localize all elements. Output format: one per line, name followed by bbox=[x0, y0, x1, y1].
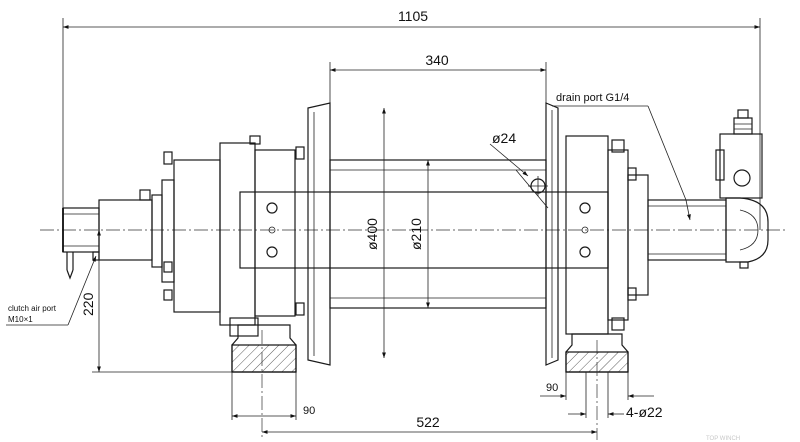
dim-foot-right: 90 bbox=[540, 372, 654, 400]
dim-mount-holes: 4-ø22 bbox=[568, 372, 663, 420]
clutch-shaft bbox=[62, 189, 153, 280]
dim-foot-left: 90 bbox=[231, 372, 315, 420]
dim-522-label: 522 bbox=[416, 414, 440, 430]
dim-24-label: ø24 bbox=[492, 130, 516, 146]
dim-drum-width: 340 bbox=[329, 52, 547, 105]
clutch-port-callout: clutch air port M10×1 bbox=[6, 255, 97, 326]
dim-90-left-label: 90 bbox=[303, 405, 315, 417]
dim-overall-length: 1105 bbox=[62, 8, 761, 230]
dim-340-label: 340 bbox=[425, 52, 449, 68]
brake-shaft bbox=[647, 109, 769, 269]
gearbox-housing bbox=[151, 135, 305, 440]
dim-4-22-label: 4-ø22 bbox=[626, 404, 663, 420]
clutch-port-label-1: clutch air port bbox=[8, 304, 57, 313]
clutch-port-label-2: M10×1 bbox=[8, 315, 33, 324]
cable-hole: ø24 bbox=[489, 130, 549, 209]
dim-400-label: ø400 bbox=[364, 218, 380, 250]
dim-height: 220 bbox=[80, 230, 232, 373]
drain-port-callout: drain port G1/4 bbox=[552, 92, 691, 221]
dim-210-label: ø210 bbox=[408, 218, 424, 250]
right-bearing-housing bbox=[565, 135, 649, 440]
dim-220-label: 220 bbox=[80, 292, 96, 316]
dim-90-right-label: 90 bbox=[546, 382, 558, 394]
dim-mount-spacing: 522 bbox=[262, 414, 597, 434]
dim-1105-label: 1105 bbox=[398, 8, 428, 24]
watermark: TOP WINCH bbox=[706, 436, 740, 442]
drain-port-label: drain port G1/4 bbox=[556, 92, 629, 104]
drum-assembly bbox=[239, 102, 609, 366]
